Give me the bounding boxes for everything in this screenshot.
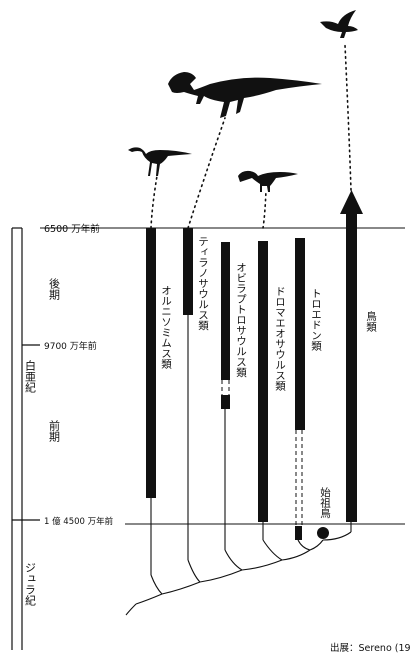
bar-ornithomimids [146, 228, 156, 498]
label-troodontids: トロエドン類 [310, 288, 322, 352]
archaeopteryx-dot [317, 527, 329, 539]
time-marker-65: 6500 万年前 [44, 223, 100, 235]
label-tyrannosaurs: ティラノサウルス類 [197, 236, 209, 331]
period-cretaceous-label: 白亜紀 [24, 359, 37, 393]
bar-oviraptorosaurs-early [221, 395, 230, 409]
label-dromaeosaurs: ドロマエオサウルス類 [274, 286, 286, 392]
label-archaeopteryx: 始祖鳥 [319, 486, 331, 519]
dotted-connectors [150, 44, 352, 229]
bar-oviraptorosaurs [221, 242, 230, 380]
bar-dromaeosaurs [258, 241, 268, 522]
bar-birds [346, 210, 357, 522]
timescale-column [11, 227, 40, 650]
dromaeosaur-silhouette-icon [238, 170, 298, 192]
ornithomimid-silhouette-icon [128, 147, 192, 176]
ghost-lineages [221, 380, 303, 526]
source-credit: 出展：Sereno (19 [330, 642, 411, 654]
epoch-early-label: 前期 [48, 419, 61, 443]
bar-tyrannosaurs [183, 228, 193, 315]
label-birds: 鳥類 [365, 310, 377, 333]
tyrannosaur-silhouette-icon [168, 72, 322, 118]
label-oviraptorosaurs: オビラプトロサウルス類 [235, 262, 247, 378]
bar-troodontids [295, 238, 305, 430]
time-marker-145: 1 億 4500 万年前 [44, 516, 114, 527]
bar-troodontids-base [295, 526, 302, 540]
cladogram-branches [125, 315, 352, 616]
silhouettes [128, 10, 358, 192]
epoch-late-label: 後期 [48, 277, 61, 301]
bird-silhouette-icon [320, 10, 358, 38]
time-marker-97: 9700 万年前 [44, 340, 97, 352]
lineage-bars [146, 190, 363, 540]
label-ornithomimids: オルニソミムス類 [160, 285, 172, 370]
period-jurassic-label: ジュラ紀 [24, 562, 37, 606]
birds-arrowhead [340, 190, 363, 214]
